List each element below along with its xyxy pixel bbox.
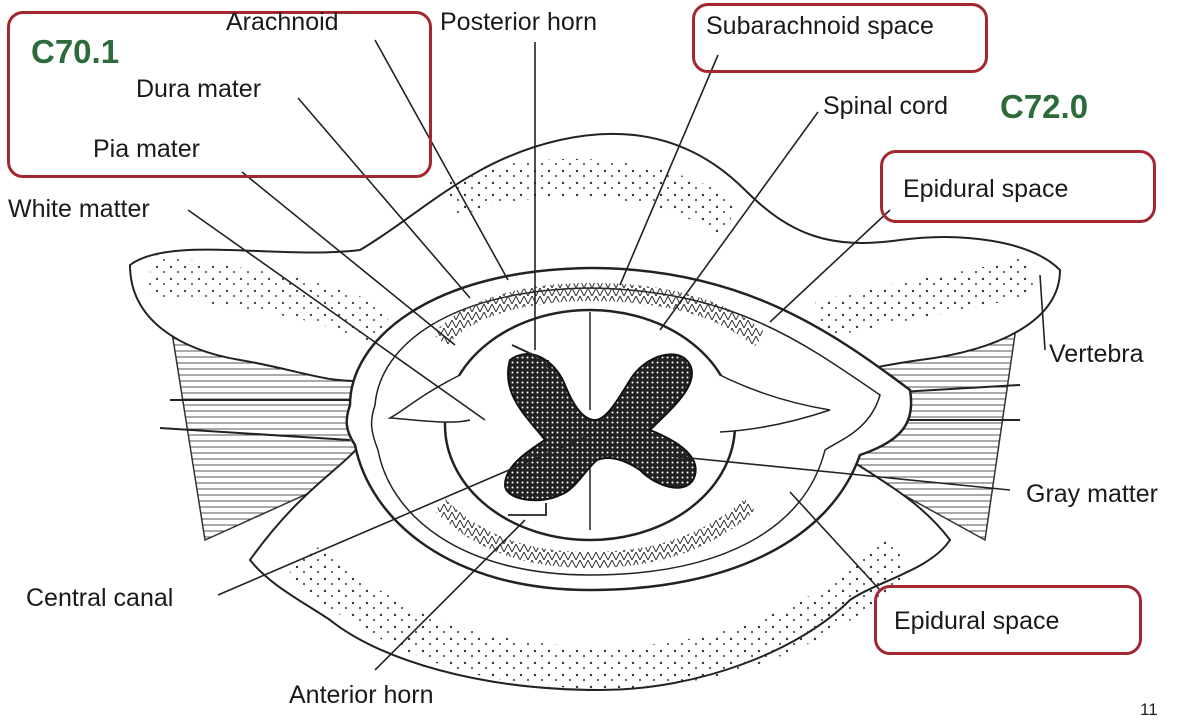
label-anterior-horn: Anterior horn: [289, 683, 434, 708]
label-gray-matter: Gray matter: [1026, 482, 1158, 507]
label-epidural-space-upper: Epidural space: [903, 177, 1068, 202]
label-epidural-space-lower: Epidural space: [894, 609, 1059, 634]
label-arachnoid: Arachnoid: [226, 10, 339, 35]
label-pia-mater: Pia mater: [93, 137, 200, 162]
meninges-code: C70.1: [31, 35, 119, 68]
label-spinal-cord: Spinal cord: [823, 94, 948, 119]
label-central-canal: Central canal: [26, 586, 173, 611]
page-number: 11: [1140, 700, 1158, 720]
label-dura-mater: Dura mater: [136, 77, 261, 102]
spinal-cord-code: C72.0: [1000, 90, 1088, 123]
label-vertebra: Vertebra: [1049, 342, 1144, 367]
label-subarachnoid-space: Subarachnoid space: [706, 14, 934, 39]
label-posterior-horn: Posterior horn: [440, 10, 597, 35]
label-white-matter: White matter: [8, 197, 150, 222]
